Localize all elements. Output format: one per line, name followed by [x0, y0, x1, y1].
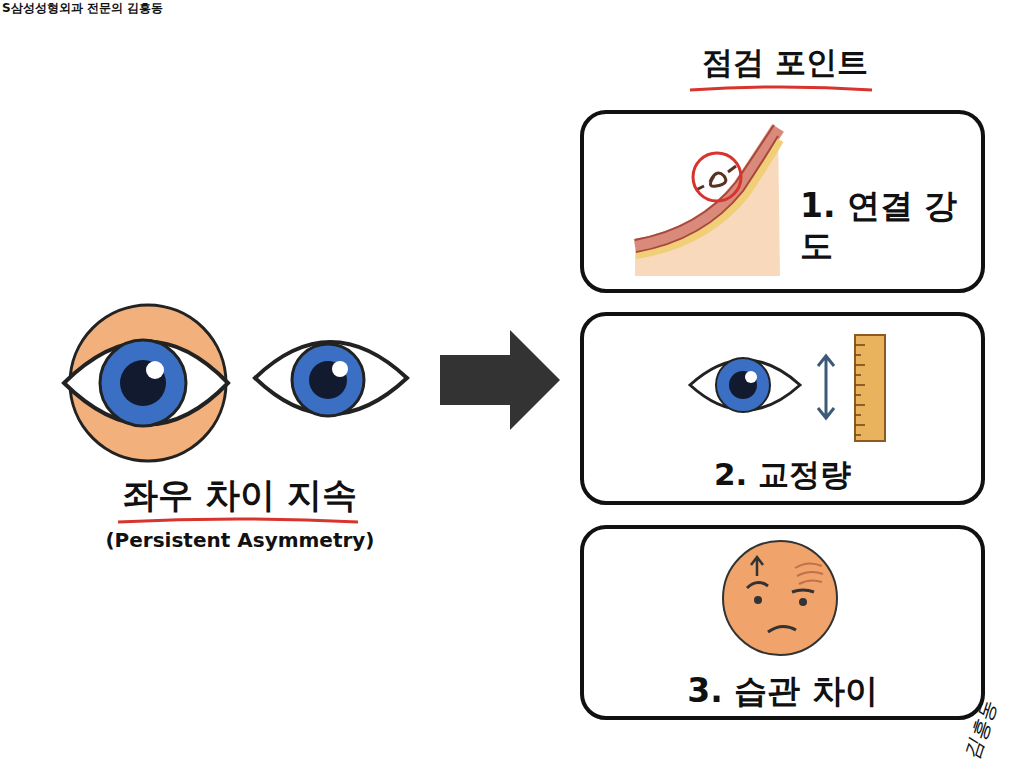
check-box: 2. 교정량 [580, 312, 985, 505]
asymmetry-label: 좌우 차이 지속 [60, 474, 420, 516]
header-note: S삼성성형외과 전문의 김흥동 [2, 1, 322, 15]
title-underline [690, 87, 872, 90]
big-arrow [440, 330, 560, 430]
measure-illustration [690, 335, 885, 441]
suture-illustration [635, 125, 780, 276]
title: 점검 포인트 [630, 44, 940, 81]
swollen-eye [64, 305, 228, 461]
asymmetry-english: (Persistent Asymmetry) [60, 528, 420, 552]
box-label: 1. 연결 강도 [800, 186, 980, 265]
box-label: 2. 교정량 [584, 456, 981, 493]
check-box: 1. 연결 강도 [580, 110, 985, 293]
signature: 김흥동 [953, 679, 1007, 765]
normal-eye [255, 342, 407, 416]
text-underline [118, 519, 358, 522]
box-label: 3. 습관 차이 [584, 671, 981, 711]
check-box: 3. 습관 차이 [580, 525, 985, 720]
face-illustration [723, 541, 837, 655]
